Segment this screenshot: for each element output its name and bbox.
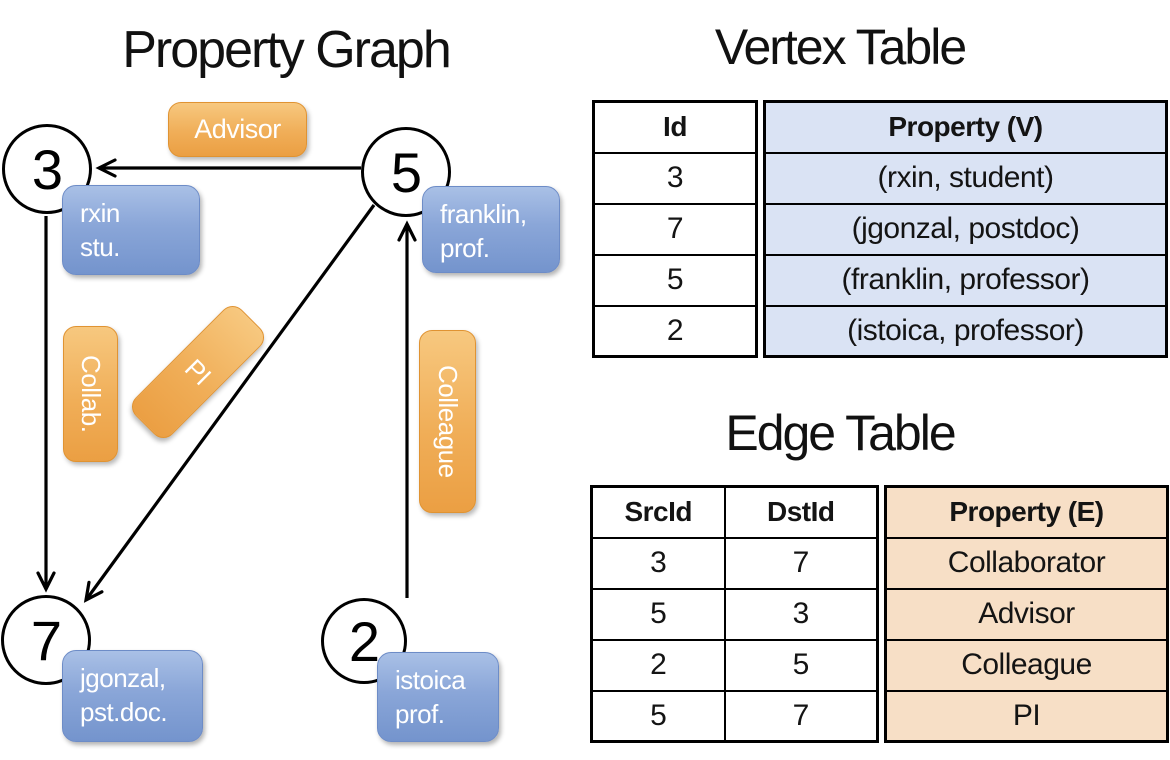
table-row: 5 7 (590, 689, 879, 743)
vertex-property-line: pst.doc. (80, 697, 168, 728)
table-row: Advisor (884, 587, 1169, 641)
edge-table: SrcId DstId 3 7 5 3 2 5 5 (590, 485, 1169, 743)
table-cell: (franklin, professor) (763, 253, 1168, 307)
vertex-property-box-2: istoica prof. (377, 652, 499, 742)
table-row: 5 3 (590, 587, 879, 641)
vertex-id-label: 3 (31, 137, 63, 201)
table-row: 5 (592, 253, 758, 307)
vertex-property-line: prof. (440, 233, 490, 264)
table-cell: PI (884, 689, 1169, 743)
table-cell: 2 (592, 304, 758, 358)
vertex-table-header-id: Id (592, 100, 758, 154)
table-row: PI (884, 689, 1169, 743)
table-cell: (istoica, professor) (763, 304, 1168, 358)
table-cell: Collaborator (884, 536, 1169, 590)
edge-line-pi-5-to-7 (83, 204, 376, 603)
vertex-property-box-7: jgonzal, pst.doc. (62, 650, 203, 742)
vertex-property-line: jgonzal, (80, 663, 166, 693)
table-row: 3 (592, 151, 758, 205)
edge-label-advisor: Advisor (168, 102, 307, 157)
vertex-table-header-property: Property (V) (763, 100, 1168, 154)
vertex-circle-5: 5 (361, 127, 451, 217)
table-cell: 5 (723, 638, 879, 692)
vertex-table-title: Vertex Table (714, 19, 967, 75)
vertex-property-line: prof. (395, 699, 445, 730)
table-cell: (jgonzal, postdoc) (763, 202, 1168, 256)
vertex-table: Id 3 7 5 2 Property (V) (rxin, student) … (592, 100, 1168, 358)
edge-table-title: Edge Table (725, 405, 956, 461)
vertex-id-label: 7 (30, 608, 62, 672)
property-graph-title: Property Graph (122, 21, 452, 79)
vertex-id-label: 2 (348, 609, 380, 673)
table-row: (jgonzal, postdoc) (763, 202, 1168, 256)
vertex-property-line: rxin (80, 198, 120, 228)
edge-table-header-srcid: SrcId (590, 485, 726, 539)
table-row: 7 (592, 202, 758, 256)
vertex-table-property-column: Property (V) (rxin, student) (jgonzal, p… (763, 100, 1168, 358)
vertex-property-box-3: rxin stu. (62, 185, 200, 275)
edge-table-header-dstid: DstId (723, 485, 879, 539)
vertex-circle-2: 2 (321, 598, 407, 684)
table-cell: 3 (590, 536, 726, 590)
table-cell: 2 (590, 638, 726, 692)
table-row: 2 (592, 304, 758, 358)
edge-table-id-columns: SrcId DstId 3 7 5 3 2 5 5 (590, 485, 879, 743)
table-cell: Advisor (884, 587, 1169, 641)
table-cell: 3 (592, 151, 758, 205)
table-row: (franklin, professor) (763, 253, 1168, 307)
vertex-id-label: 5 (390, 140, 422, 204)
table-row: Colleague (884, 638, 1169, 692)
edge-label-collab: Collab. (63, 326, 118, 462)
table-row: Collaborator (884, 536, 1169, 590)
vertex-property-box-5: franklin, prof. (422, 186, 560, 273)
vertex-table-id-column: Id 3 7 5 2 (592, 100, 758, 358)
table-cell: (rxin, student) (763, 151, 1168, 205)
table-cell: 5 (590, 587, 726, 641)
edge-table-property-column: Property (E) Collaborator Advisor Collea… (884, 485, 1169, 743)
table-cell: 5 (592, 253, 758, 307)
table-row: 2 5 (590, 638, 879, 692)
vertex-property-line: stu. (80, 232, 120, 263)
table-cell: 5 (590, 689, 726, 743)
table-row: 3 7 (590, 536, 879, 590)
table-cell: 7 (723, 689, 879, 743)
edge-label-colleague: Colleague (419, 330, 476, 513)
vertex-property-line: istoica (395, 665, 466, 695)
table-cell: 7 (723, 536, 879, 590)
table-row: (istoica, professor) (763, 304, 1168, 358)
graph-edges-layer (36, 158, 417, 603)
table-row: (rxin, student) (763, 151, 1168, 205)
edge-table-header-property: Property (E) (884, 485, 1169, 539)
vertex-property-line: franklin, (440, 199, 527, 229)
table-cell: 3 (723, 587, 879, 641)
table-cell: 7 (592, 202, 758, 256)
table-cell: Colleague (884, 638, 1169, 692)
